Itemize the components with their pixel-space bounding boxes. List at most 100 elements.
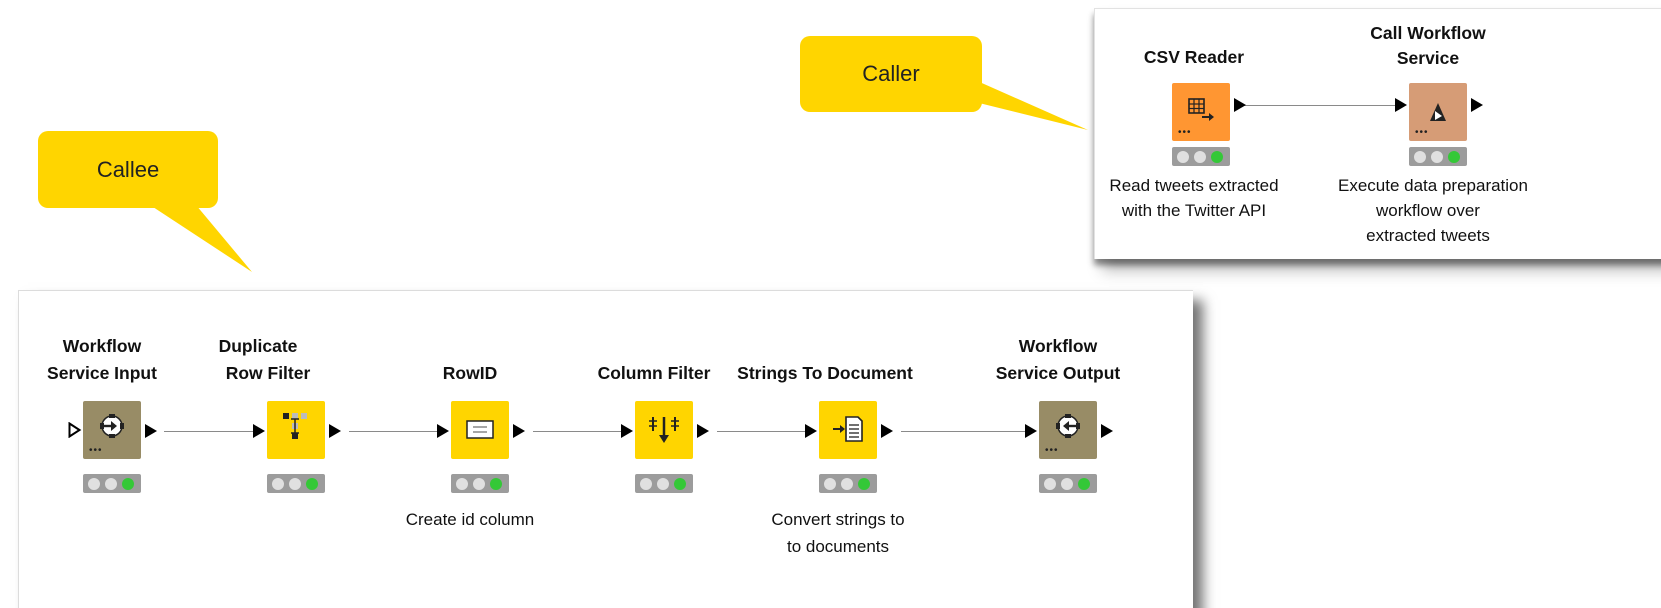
status-light-green — [858, 478, 870, 490]
callout-label: Caller — [862, 61, 920, 86]
service-input-node-box[interactable]: ••• — [83, 401, 141, 459]
status-light-red — [456, 478, 468, 490]
callee-callout: Callee — [38, 131, 218, 208]
node-status-traffic-light — [451, 474, 509, 493]
callee-workflow-panel: Workflow Service Input ••• — [18, 290, 1193, 608]
status-light-red — [1414, 151, 1426, 163]
node-description-line: to documents — [786, 537, 890, 556]
node-description-line: with the Twitter API — [1121, 201, 1267, 220]
output-port[interactable] — [1101, 424, 1113, 438]
node-status-traffic-light — [819, 474, 877, 493]
hollow-input-port-icon — [68, 422, 82, 438]
status-light-yellow — [1431, 151, 1443, 163]
status-light-red — [88, 478, 100, 490]
status-light-green — [1078, 478, 1090, 490]
service-output-node-box[interactable]: ••• — [1039, 401, 1097, 459]
connection-line — [533, 431, 628, 432]
status-light-green — [674, 478, 686, 490]
node-title: Service Output — [995, 363, 1121, 383]
output-port[interactable] — [1471, 98, 1483, 112]
rowid-icon — [466, 420, 494, 439]
status-light-red — [824, 478, 836, 490]
status-light-green — [122, 478, 134, 490]
input-port[interactable] — [253, 424, 265, 438]
connection-line — [349, 431, 444, 432]
output-port[interactable] — [1234, 98, 1246, 112]
status-light-red — [1177, 151, 1189, 163]
input-port[interactable] — [621, 424, 633, 438]
caller-callout: Caller — [800, 36, 982, 112]
node-menu-dots: ••• — [1178, 127, 1192, 138]
status-light-red — [272, 478, 284, 490]
node-status-traffic-light — [1172, 147, 1230, 166]
status-light-green — [490, 478, 502, 490]
status-light-yellow — [105, 478, 117, 490]
node-title: Workflow — [1018, 336, 1098, 356]
csv-reader-node-box[interactable]: ••• — [1172, 83, 1230, 141]
node-description-line: extracted tweets — [1366, 226, 1490, 245]
callout-label: Callee — [96, 156, 160, 182]
status-light-yellow — [473, 478, 485, 490]
output-port[interactable] — [329, 424, 341, 438]
table-arrow-icon — [1188, 98, 1214, 121]
input-port[interactable] — [437, 424, 449, 438]
node-description-line: Convert strings to — [771, 510, 905, 529]
input-port[interactable] — [805, 424, 817, 438]
call-workflow-node-box[interactable]: ••• — [1409, 83, 1467, 141]
status-light-green — [306, 478, 318, 490]
column-filter-node-box[interactable] — [635, 401, 693, 459]
duplicate-filter-icon — [283, 413, 307, 439]
node-title: Duplicate — [218, 336, 298, 356]
caller-callout-tail — [975, 80, 1088, 130]
input-port[interactable] — [1025, 424, 1037, 438]
strings-to-document-node-box[interactable] — [819, 401, 877, 459]
node-title: RowID — [442, 363, 498, 383]
rowid-node-box[interactable] — [451, 401, 509, 459]
play-triangle-icon — [1430, 103, 1446, 121]
node-menu-dots: ••• — [89, 445, 103, 456]
column-filter-icon — [649, 417, 679, 443]
node-menu-dots: ••• — [1045, 445, 1059, 456]
node-title: CSV Reader — [1143, 47, 1245, 67]
node-title: Workflow — [62, 336, 142, 356]
node-description-line: Read tweets extracted — [1109, 176, 1279, 195]
status-light-red — [1044, 478, 1056, 490]
node-title: Row Filter — [225, 363, 311, 383]
node-status-traffic-light — [83, 474, 141, 493]
status-light-red — [640, 478, 652, 490]
status-light-yellow — [289, 478, 301, 490]
output-port[interactable] — [145, 424, 157, 438]
node-description-line: Create id column — [405, 510, 535, 529]
node-menu-dots: ••• — [1415, 127, 1429, 138]
node-status-traffic-light — [635, 474, 693, 493]
node-description-line: workflow over — [1376, 201, 1480, 220]
duplicate-filter-node-box[interactable] — [267, 401, 325, 459]
node-title: Call Workflow — [1370, 23, 1486, 43]
node-title: Column Filter — [597, 363, 711, 383]
status-light-green — [1448, 151, 1460, 163]
input-port[interactable] — [1395, 98, 1407, 112]
connection-line — [1239, 105, 1395, 106]
caller-workflow-panel: CSV Reader ••• Read tweets ex — [1094, 8, 1661, 259]
service-in-icon — [100, 414, 124, 438]
output-port[interactable] — [697, 424, 709, 438]
node-status-traffic-light — [267, 474, 325, 493]
status-light-yellow — [657, 478, 669, 490]
callee-callout-tail — [150, 205, 252, 272]
node-title: Service — [1396, 48, 1460, 68]
node-status-traffic-light — [1409, 147, 1467, 166]
service-out-icon — [1056, 414, 1080, 438]
connection-line — [901, 431, 1031, 432]
status-light-green — [1211, 151, 1223, 163]
status-light-yellow — [841, 478, 853, 490]
document-icon — [833, 416, 863, 442]
status-light-yellow — [1194, 151, 1206, 163]
node-description-line: Execute data preparation — [1338, 176, 1528, 195]
node-status-traffic-light — [1039, 474, 1097, 493]
output-port[interactable] — [513, 424, 525, 438]
status-light-yellow — [1061, 478, 1073, 490]
node-title: Service Input — [47, 363, 157, 383]
output-port[interactable] — [881, 424, 893, 438]
connection-line — [717, 431, 812, 432]
